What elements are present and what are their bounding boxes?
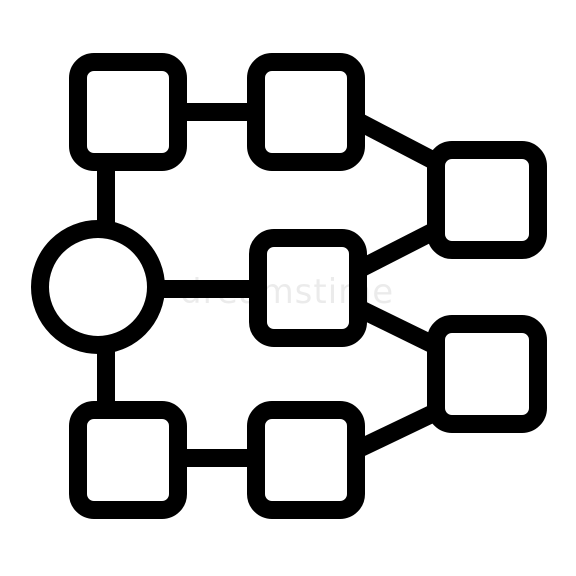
box-node-bottom-left (69, 401, 187, 519)
box-node-right-bottom (427, 315, 547, 433)
box-node-center (249, 229, 367, 347)
box-node-bottom-middle (247, 401, 365, 519)
box-node-top-middle (247, 53, 365, 171)
box-node-right-top (427, 141, 547, 259)
box-node-top-left (69, 53, 187, 171)
root-circle-node (31, 220, 165, 354)
